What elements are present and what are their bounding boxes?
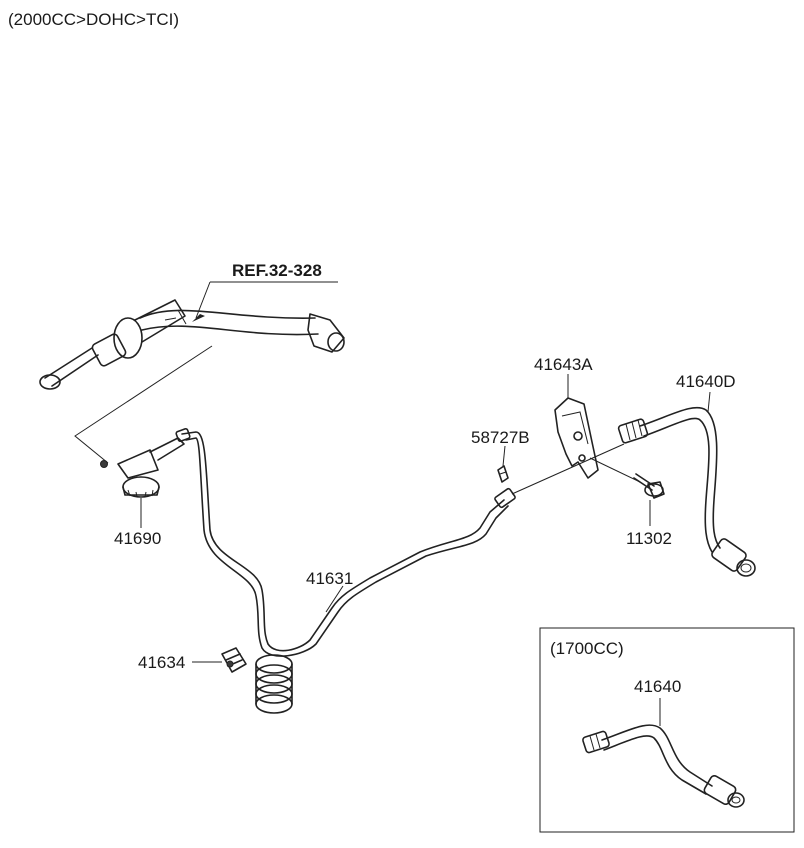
- engine-spec-label: (2000CC>DOHC>TCI): [8, 10, 179, 29]
- master-cylinder-reference: [39, 281, 345, 390]
- inset-1700cc-box: [539, 627, 795, 833]
- part-41631-clutch-tube[interactable]: [175, 428, 516, 714]
- callout-41634: 41634: [138, 653, 185, 672]
- callout-41631: 41631: [306, 569, 353, 588]
- part-11302-bolt[interactable]: [633, 473, 665, 499]
- callout-58727b: 58727B: [471, 428, 530, 447]
- inset-title: (1700CC): [550, 639, 624, 658]
- callout-41640d: 41640D: [676, 372, 736, 391]
- part-41634-clip[interactable]: [221, 647, 247, 673]
- part-41690-fitting[interactable]: [100, 437, 185, 498]
- inset-callout-41640: 41640: [634, 677, 681, 696]
- callout-41690: 41690: [114, 529, 161, 548]
- inset-part-41640-hose[interactable]: [582, 724, 745, 808]
- part-58727b-clip[interactable]: [497, 465, 509, 483]
- part-41643a-bracket[interactable]: [554, 397, 599, 479]
- callout-11302: 11302: [626, 529, 672, 548]
- callout-ref: REF.32-328: [232, 261, 322, 280]
- callout-41643a: 41643A: [534, 355, 593, 374]
- part-41640d-hose[interactable]: [617, 406, 756, 577]
